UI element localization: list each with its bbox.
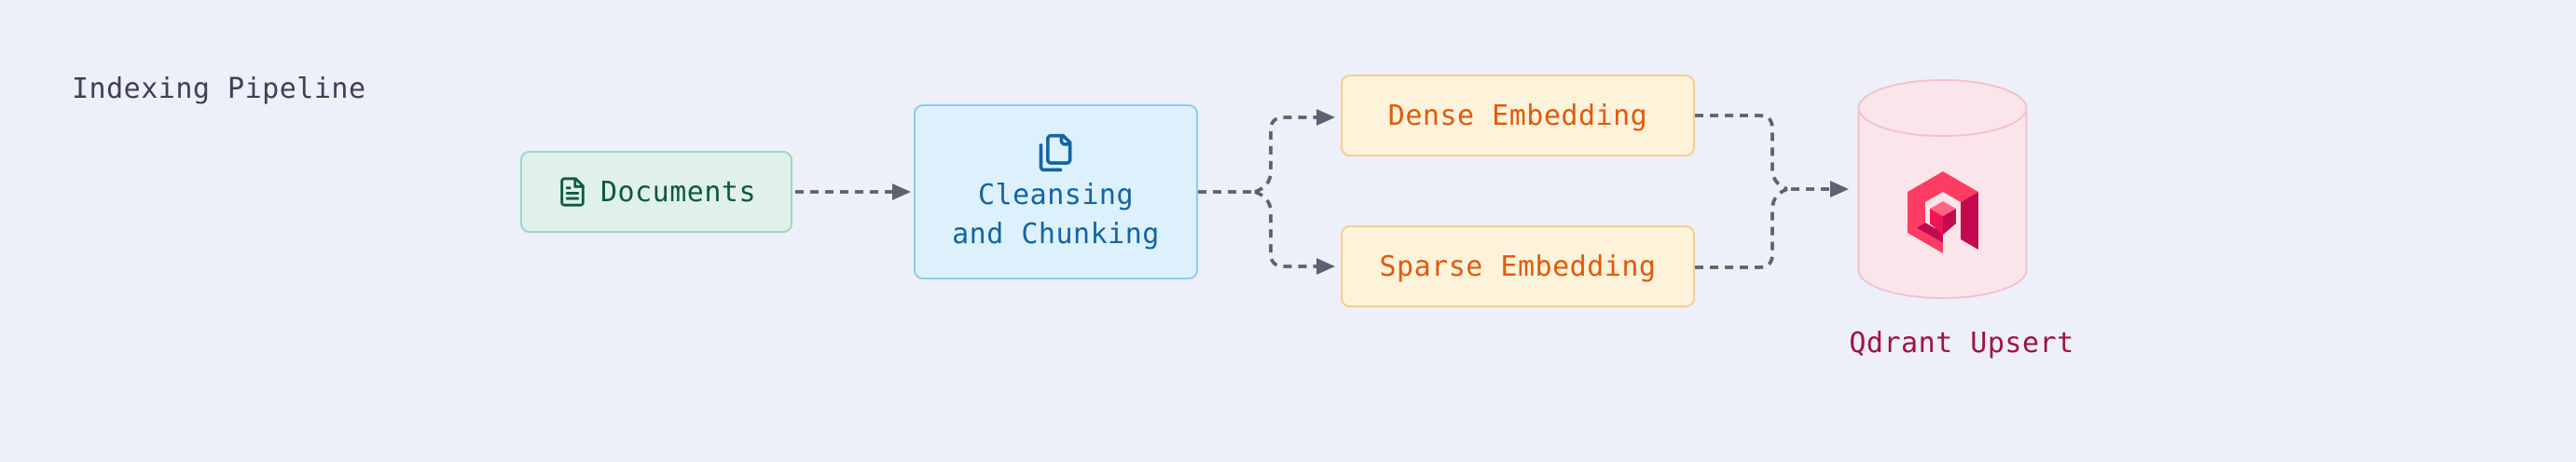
node-documents-label: Documents — [599, 175, 757, 209]
edge-sparse-to-merge — [1695, 187, 1788, 269]
node-cleansing-label-line2: and Chunking — [952, 217, 1160, 251]
arrowhead-cleansing — [892, 183, 911, 200]
node-dense-embedding: Dense Embedding — [1341, 75, 1695, 156]
node-dense-embedding-label: Dense Embedding — [1387, 99, 1648, 132]
node-documents: Documents — [520, 151, 792, 233]
node-qdrant-label: Qdrant Upsert — [1849, 327, 2074, 360]
edge-dense-to-merge — [1695, 114, 1788, 191]
edge-split-to-sparse — [1254, 190, 1316, 268]
copy-icon — [1039, 133, 1071, 171]
node-sparse-embedding: Sparse Embedding — [1341, 225, 1695, 307]
diagram-title: Indexing Pipeline — [72, 73, 366, 105]
edge-split-to-dense — [1254, 116, 1316, 194]
node-cleansing: Cleansing and Chunking — [914, 104, 1198, 279]
arrowhead-dense — [1316, 109, 1335, 126]
arrowhead-qdrant — [1830, 181, 1849, 197]
arrowhead-sparse — [1316, 258, 1335, 275]
node-sparse-embedding-label: Sparse Embedding — [1379, 250, 1657, 283]
qdrant-logo-icon — [1908, 171, 1978, 253]
node-cleansing-label-line1: Cleansing — [977, 178, 1135, 211]
file-text-icon — [560, 177, 585, 207]
